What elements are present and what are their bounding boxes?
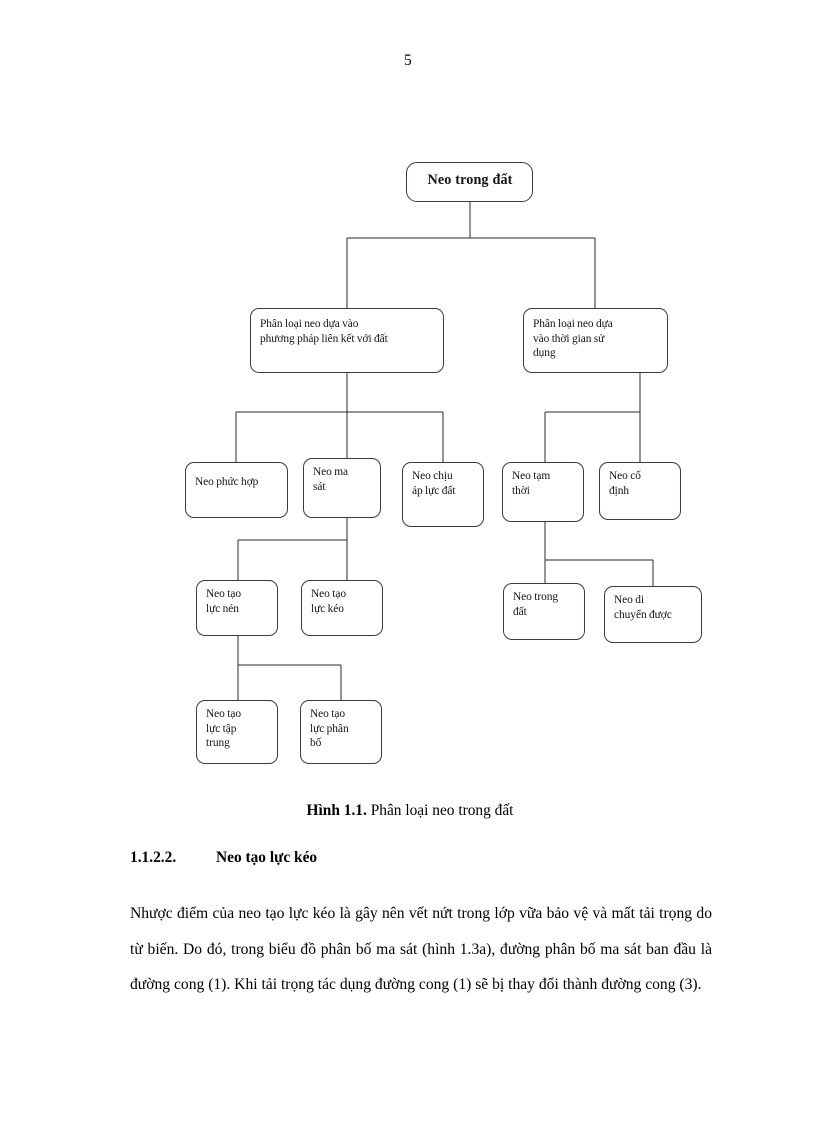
diagram-connectors (235, 202, 654, 700)
node-composite: Neo phức hợp (185, 462, 288, 518)
section-heading-number: 1.1.2.2. (130, 849, 177, 866)
figure-caption-label: Hình 1.1. (306, 802, 367, 819)
figure-caption-text: Phân loại neo trong đất (366, 802, 514, 819)
section-heading-title: Neo tạo lực kéo (216, 849, 318, 866)
page-number: 5 (404, 52, 412, 69)
body-paragraph: Nhược điểm của neo tạo lực kéo là gây nê… (130, 896, 712, 1003)
section-heading: 1.1.2.2. Neo tạo lực kéo (130, 847, 710, 869)
node-root: Neo trong đất (406, 162, 533, 202)
figure-caption: Hình 1.1. Phân loại neo trong đất (130, 801, 690, 821)
body-paragraph-text: Nhược điểm của neo tạo lực kéo là gây nê… (130, 905, 712, 993)
